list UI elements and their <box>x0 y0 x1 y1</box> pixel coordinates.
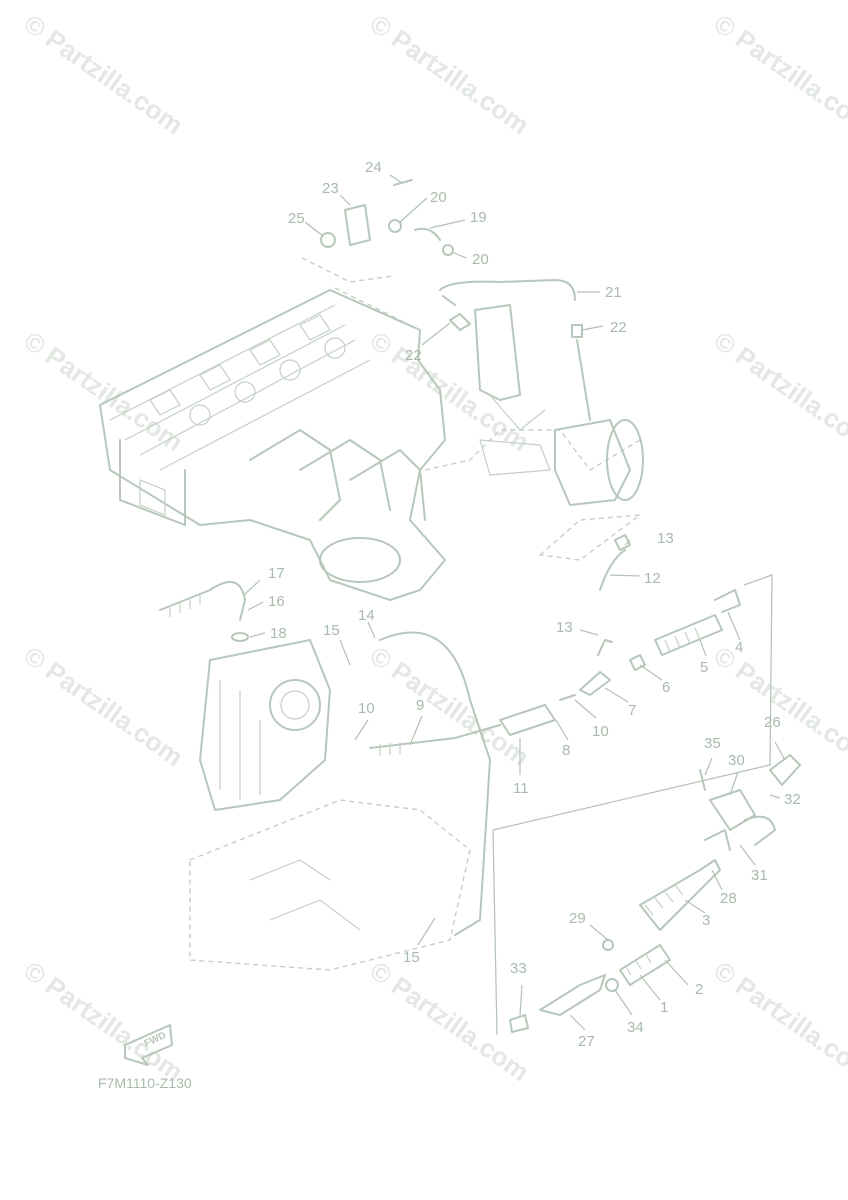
callout-layer: 24 23 20 19 25 20 21 22 22 17 16 18 14 1… <box>268 159 801 1050</box>
callout-label: 12 <box>644 570 661 587</box>
callout-label: 1 <box>660 999 668 1016</box>
watermark: © Partzilla.com <box>19 325 189 457</box>
top-hardware <box>320 179 591 421</box>
leader-lines <box>243 174 786 1031</box>
callout-label: 20 <box>472 251 489 268</box>
callout-label: 8 <box>562 742 570 759</box>
callout-label: 22 <box>405 347 422 364</box>
callout-label: 30 <box>728 752 745 769</box>
callout-label: 35 <box>704 735 721 752</box>
callout-label: 23 <box>322 180 339 197</box>
lower-right-parts <box>509 754 801 1033</box>
callout-label: 15 <box>323 622 340 639</box>
watermark: © Partzilla.com <box>19 955 189 1087</box>
callout-label: 4 <box>735 639 743 656</box>
callout-label: 26 <box>764 714 781 731</box>
callout-label: 19 <box>470 209 487 226</box>
callout-label: 16 <box>268 593 285 610</box>
callout-label: 32 <box>784 791 801 808</box>
callout-label: 9 <box>416 697 424 714</box>
callout-label: 28 <box>720 890 737 907</box>
lower-housing <box>189 639 471 971</box>
callout-label: 21 <box>605 284 622 301</box>
watermark: © Partzilla.com <box>19 8 189 140</box>
watermark: © Partzilla.com <box>709 955 848 1087</box>
callout-label: 2 <box>695 981 703 998</box>
hose-upper-left <box>159 581 249 642</box>
callout-label: 17 <box>268 565 285 582</box>
callout-label: 5 <box>700 659 708 676</box>
watermark: © Partzilla.com <box>709 325 848 457</box>
callout-label: 10 <box>592 723 609 740</box>
group-frame <box>492 574 773 1036</box>
callout-label: 13 <box>556 619 573 636</box>
callout-label: 20 <box>430 189 447 206</box>
callout-label: 33 <box>510 960 527 977</box>
callout-label: 34 <box>627 1019 644 1036</box>
callout-label: 10 <box>358 700 375 717</box>
callout-label: 25 <box>288 210 305 227</box>
callout-label: 18 <box>270 625 287 642</box>
callout-label: 24 <box>365 159 382 176</box>
callout-label: 14 <box>358 607 375 624</box>
watermark: © Partzilla.com <box>365 8 535 140</box>
hose-assembly-main <box>369 534 741 936</box>
figure-reference: F7M1110-Z130 <box>98 1075 192 1091</box>
callout-label: 13 <box>657 530 674 547</box>
watermark: © Partzilla.com <box>709 8 848 140</box>
callout-label: 27 <box>578 1033 595 1050</box>
callout-label: 29 <box>569 910 586 927</box>
callout-label: 7 <box>628 702 636 719</box>
watermark: © Partzilla.com <box>19 640 189 772</box>
callout-label: 3 <box>702 912 710 929</box>
callout-label: 15 <box>403 949 420 966</box>
throttle-body <box>474 304 644 506</box>
callout-label: 22 <box>610 319 627 336</box>
cylinder-head-assembly <box>99 257 643 601</box>
callout-label: 6 <box>662 679 670 696</box>
callout-label: 11 <box>513 780 529 797</box>
watermark: © Partzilla.com <box>365 325 535 457</box>
callout-label: 31 <box>751 867 768 884</box>
